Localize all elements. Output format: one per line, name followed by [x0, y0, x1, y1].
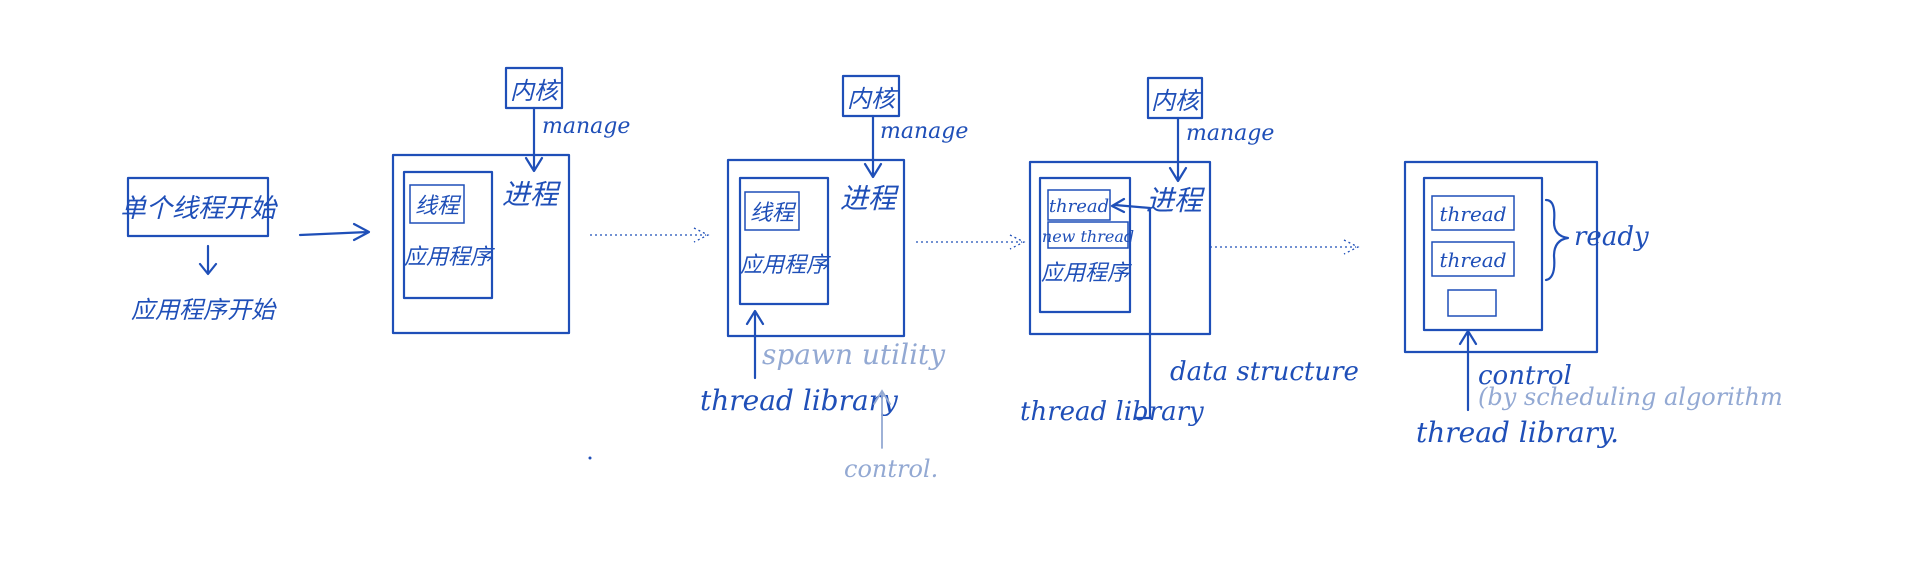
thread-library-label: thread library — [700, 384, 899, 417]
arrow-stage1-to-stage2 — [298, 222, 371, 242]
process-label: 进程 — [1146, 184, 1205, 217]
kernel-label: 内核 — [510, 77, 562, 105]
thread-label: 线程 — [415, 194, 462, 219]
thread-label: 线程 — [750, 201, 797, 226]
app-box — [1422, 176, 1544, 332]
stray-dot — [588, 456, 592, 460]
single-thread-start-label: 单个线程开始 — [120, 194, 278, 224]
thread-library-arrow — [745, 309, 765, 380]
ready-brace — [1544, 198, 1570, 282]
process-box — [1403, 160, 1599, 354]
arrow-stage4-to-stage5 — [1210, 239, 1360, 255]
process-label: 进程 — [502, 178, 561, 211]
manage-arrow — [1168, 116, 1188, 183]
control-label: control. — [844, 455, 938, 483]
app-box — [1038, 176, 1132, 314]
by-scheduling-label: (by scheduling algorithm — [1478, 383, 1783, 411]
kernel-label: 内核 — [847, 85, 899, 113]
app-start-label: 应用程序开始 — [131, 296, 277, 324]
thread-label: thread — [1049, 196, 1109, 217]
data-structure-label: data structure — [1170, 357, 1359, 387]
thread-label-a: thread — [1439, 202, 1506, 226]
thread-box-a — [1431, 195, 1515, 231]
manage-label: manage — [880, 119, 968, 144]
control-label: control — [1478, 361, 1572, 391]
new-thread-box — [1047, 221, 1129, 249]
arrow-stage2-to-stage3 — [590, 227, 710, 243]
data-structure-bracket — [1110, 197, 1152, 420]
kernel-box — [1146, 76, 1204, 120]
ready-label: ready — [1574, 222, 1649, 252]
stage-2: 内核 manage 进程 线程 应用程序 — [391, 66, 710, 335]
thread-library-label: thread library — [1020, 397, 1204, 427]
manage-label: manage — [542, 114, 630, 139]
app-box — [402, 170, 494, 300]
thread-label-b: thread — [1439, 248, 1506, 272]
app-label: 应用程序 — [1041, 261, 1132, 286]
down-arrow — [198, 244, 218, 276]
empty-slot-box — [1447, 289, 1497, 317]
thread-box — [1047, 189, 1111, 221]
new-thread-label: new thread — [1042, 227, 1134, 246]
stage-5: thread thread ready control (by scheduli… — [1403, 160, 1783, 449]
thread-box-b — [1431, 241, 1515, 277]
spawn-utility-label: spawn utility — [762, 338, 946, 371]
manage-label: manage — [1186, 121, 1274, 146]
thread-library-label: thread library. — [1416, 416, 1619, 449]
stage-3: 内核 manage 进程 线程 应用程序 spawn utility threa… — [700, 74, 1026, 483]
thread-box — [409, 184, 465, 224]
single-thread-start-box — [126, 176, 270, 238]
app-label: 应用程序 — [404, 245, 495, 270]
manage-arrow — [524, 106, 544, 173]
app-box — [738, 176, 830, 306]
thread-box — [744, 191, 800, 231]
kernel-label: 内核 — [1151, 87, 1203, 115]
control-arrow — [1458, 329, 1478, 412]
manage-arrow — [863, 114, 883, 179]
control-arrow — [873, 389, 891, 449]
process-box — [1028, 160, 1212, 336]
kernel-box — [841, 74, 901, 118]
process-label: 进程 — [840, 182, 899, 215]
arrow-stage3-to-stage4 — [916, 234, 1026, 250]
app-label: 应用程序 — [740, 253, 831, 278]
process-box — [726, 158, 906, 338]
stage-1: 单个线程开始 应用程序开始 — [120, 176, 371, 324]
process-box — [391, 153, 571, 335]
stage-4: 内核 manage 进程 thread new thread 应用程序 data… — [1020, 76, 1360, 427]
